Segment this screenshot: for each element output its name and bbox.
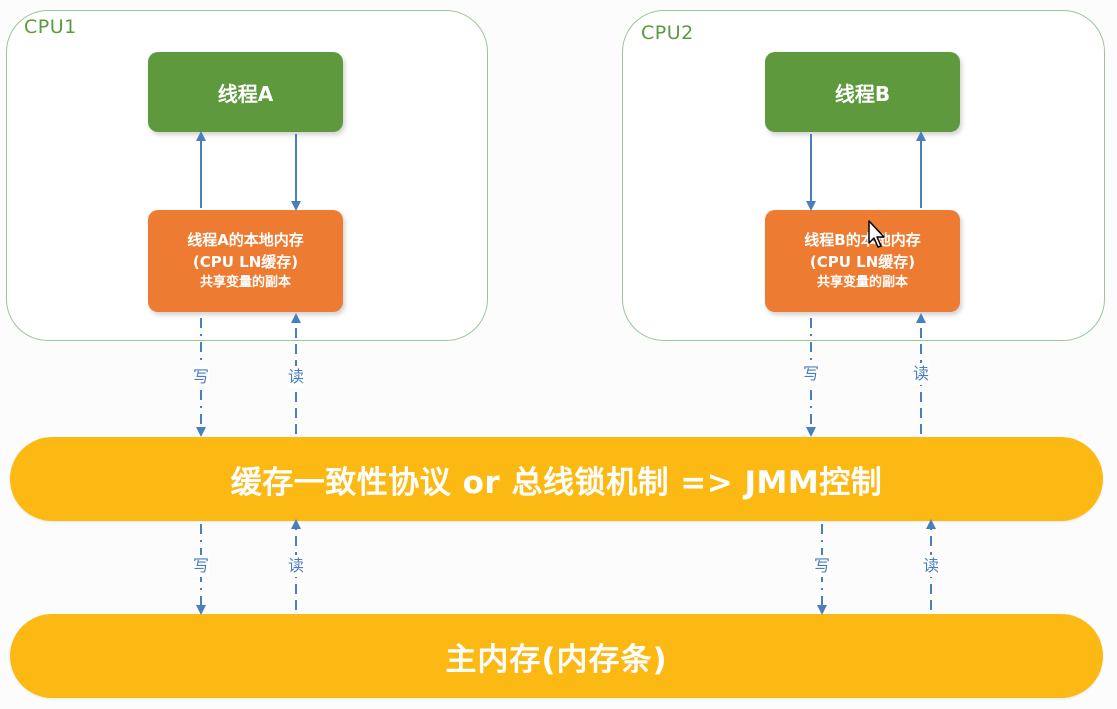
cpu1-label: CPU1	[24, 16, 77, 38]
cpu1-lower-read-label: 读	[287, 555, 305, 577]
thread-b-local-memory-box: 线程B的本地内存 (CPU LN缓存) 共享变量的副本	[765, 210, 960, 312]
cpu1-upper-read-label: 读	[287, 366, 305, 388]
thread-b-cache-type: (CPU LN缓存)	[809, 253, 916, 271]
cpu2-lower-write-label: 写	[813, 555, 831, 577]
cpu1-lower-write-label: 写	[192, 555, 210, 577]
thread-a-local-memory-title: 线程A的本地内存	[187, 231, 304, 249]
cpu1-upper-write-label: 写	[192, 366, 210, 388]
thread-b-local-memory-title: 线程B的本地内存	[804, 231, 921, 249]
cpu2-upper-read-label: 读	[912, 363, 930, 385]
cpu2-upper-write-label: 写	[802, 363, 820, 385]
cache-coherence-bus-bar: 缓存一致性协议 or 总线锁机制 => JMM控制	[10, 437, 1103, 521]
thread-a-box: 线程A	[148, 52, 343, 132]
thread-b-box: 线程B	[765, 52, 960, 132]
thread-a-local-memory-box: 线程A的本地内存 (CPU LN缓存) 共享变量的副本	[148, 210, 343, 312]
thread-a-shared-copy: 共享变量的副本	[199, 275, 291, 290]
cpu2-label: CPU2	[641, 22, 694, 44]
main-memory-bar: 主内存(内存条)	[10, 614, 1103, 698]
thread-a-cache-type: (CPU LN缓存)	[192, 253, 299, 271]
thread-b-shared-copy: 共享变量的副本	[816, 275, 908, 290]
mouse-cursor-icon	[868, 220, 885, 248]
cpu2-lower-read-label: 读	[922, 555, 940, 577]
